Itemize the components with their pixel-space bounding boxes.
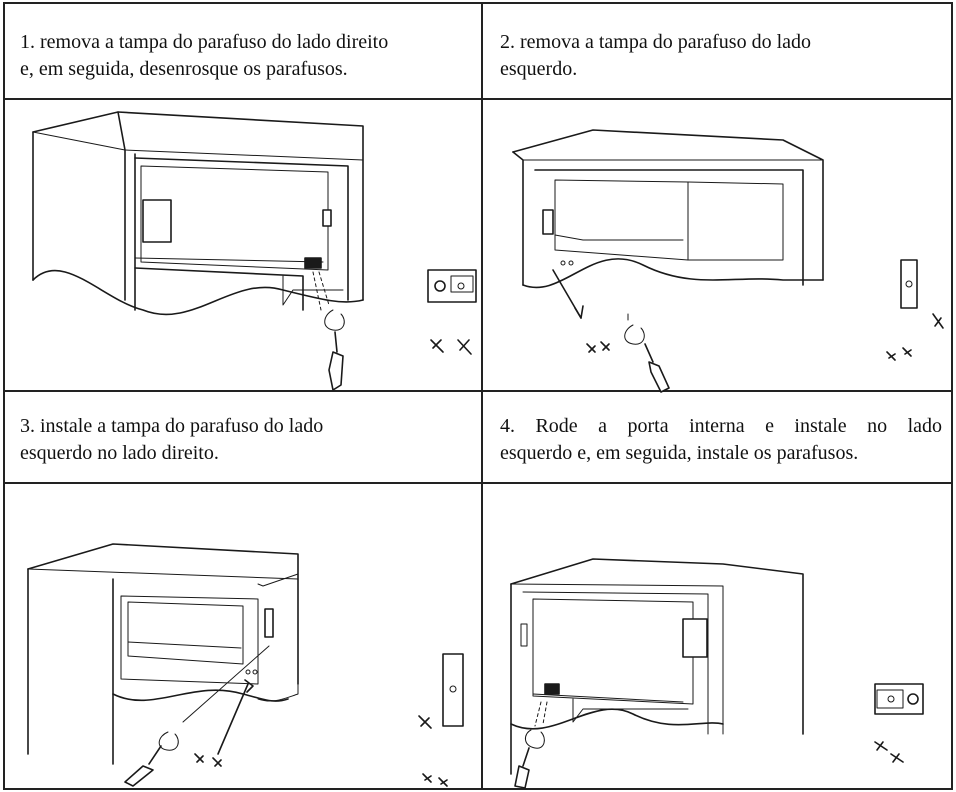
row-divider-2 [3, 390, 953, 392]
row-divider-3 [3, 482, 953, 484]
table-border-left [3, 2, 5, 790]
step-1-line-1: 1. remova a tampa do parafuso do lado di… [20, 31, 389, 53]
step-4-text: 4. Rode a porta interna e instale no lad… [500, 413, 942, 467]
step-3-text: 3. instale a tampa do parafuso do lado e… [20, 413, 475, 467]
table-border-right [951, 2, 953, 790]
table-border-bottom [3, 788, 953, 790]
step-4-line-1: 4. Rode a porta interna e instale no lad… [500, 415, 942, 437]
table-column-divider [481, 2, 483, 790]
step-2-text: 2. remova a tampa do parafuso do lado es… [500, 29, 940, 83]
step-3-line-2: esquerdo no lado direito. [20, 442, 219, 464]
step-2-illustration [512, 129, 944, 393]
row-divider-1 [3, 98, 953, 100]
step-1-line-2: e, em seguida, desenrosque os parafusos. [20, 58, 348, 80]
step-1-text: 1. remova a tampa do parafuso do lado di… [20, 29, 475, 83]
step-1-illustration [32, 111, 477, 391]
step-4-line-2: esquerdo e, em seguida, instale os paraf… [500, 442, 859, 464]
step-2-line-2: esquerdo. [500, 58, 578, 80]
table-border-top [3, 2, 953, 4]
step-2-line-1: 2. remova a tampa do parafuso do lado [500, 31, 812, 53]
instruction-table: 1. remova a tampa do parafuso do lado di… [3, 2, 953, 790]
step-3-illustration [27, 543, 464, 787]
step-4-illustration [510, 558, 924, 789]
step-3-line-1: 3. instale a tampa do parafuso do lado [20, 415, 324, 437]
